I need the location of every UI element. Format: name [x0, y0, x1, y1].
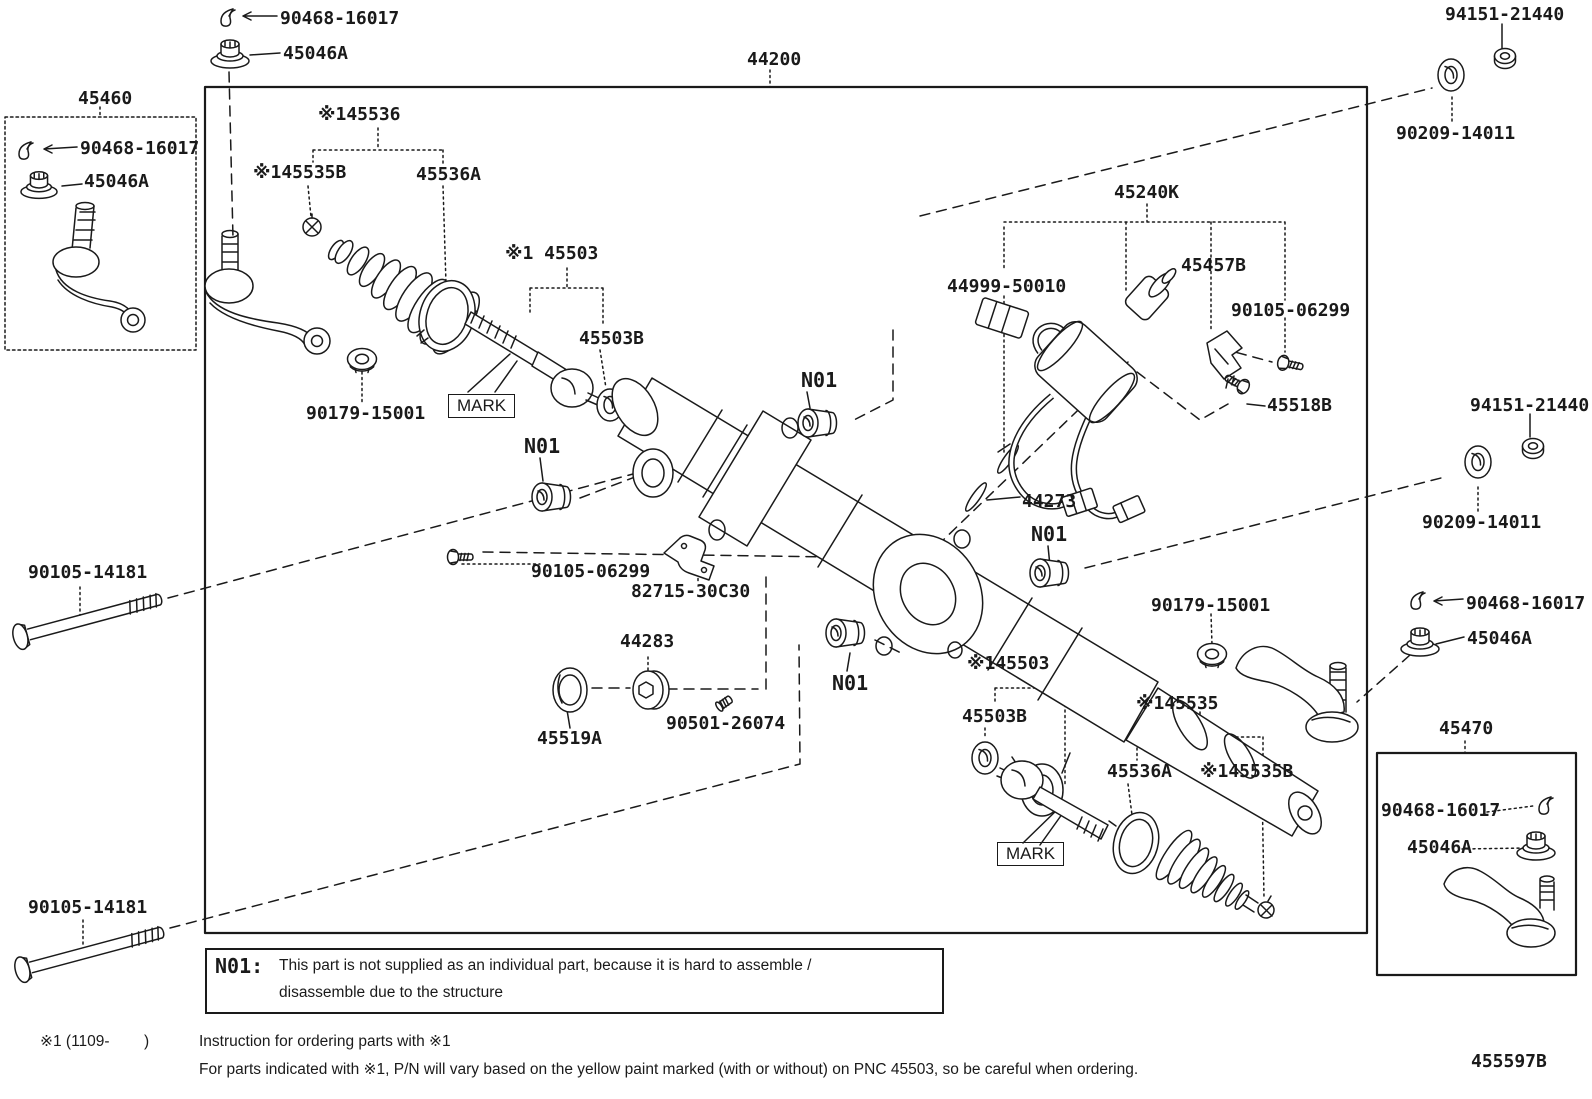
- part-label-45503b-right: 45503B: [962, 706, 1028, 727]
- part-label-45503b-left: 45503B: [579, 328, 645, 349]
- screw-90501-26074: [714, 694, 734, 712]
- part-label-90105-06299-left: 90105-06299: [531, 561, 651, 582]
- part-label-90209-14011-mid: 90209-14011: [1422, 512, 1542, 533]
- document-number: 455597B: [1471, 1051, 1547, 1072]
- footnote-marker: ※1 (1109- ): [40, 1033, 150, 1050]
- part-label-90468-16017-box-right: 90468-16017: [1381, 800, 1501, 821]
- part-label-45046a-top: 45046A: [283, 43, 349, 64]
- part-label-94151-21440-mid: 94151-21440: [1470, 395, 1590, 416]
- plug-44283: [633, 671, 669, 709]
- part-label-90179-15001-left: 90179-15001: [306, 403, 426, 424]
- part-label-n01-c: N01: [1031, 522, 1068, 546]
- tie-rod-end-right-box: [1444, 868, 1555, 947]
- part-label-n01-b: N01: [524, 434, 561, 458]
- part-label-45536: ※145536: [318, 104, 401, 125]
- boot-clamp-ring-right: [1107, 807, 1166, 878]
- part-label-44999-50010: 44999-50010: [947, 276, 1067, 297]
- mark-label-right: MARK: [997, 842, 1065, 866]
- seal-ring-45519a: [553, 668, 587, 712]
- part-label-90105-06299-right: 90105-06299: [1231, 300, 1351, 321]
- part-label-45503-right: ※145503: [967, 653, 1050, 674]
- boot-clamp-small-left: [303, 214, 321, 236]
- part-label-45240k: 45240K: [1114, 182, 1180, 203]
- boot-clamp-small-right: [1258, 896, 1274, 918]
- footnote-line2: For parts indicated with ※1, P/N will va…: [199, 1061, 1139, 1078]
- part-label-82715-30c30: 82715-30C30: [631, 581, 751, 602]
- part-label-90468-16017-top: 90468-16017: [280, 8, 400, 29]
- part-label-90209-14011-top: 90209-14011: [1396, 123, 1516, 144]
- control-valve-assembly-45240k: [975, 267, 1178, 523]
- part-label-94151-21440-top: 94151-21440: [1445, 4, 1565, 25]
- bracket-82715-30c30: [664, 535, 714, 580]
- part-label-90468-16017-right: 90468-16017: [1466, 593, 1586, 614]
- part-label-45470: 45470: [1439, 718, 1494, 739]
- inner-tie-rod-left: [465, 311, 603, 407]
- part-label-n01-a: N01: [801, 368, 838, 392]
- part-label-45046a-box-right: 45046A: [1407, 837, 1473, 858]
- assembly-boxes: [5, 87, 1576, 975]
- part-label-45536a-left: 45536A: [416, 164, 482, 185]
- note-line2: disassemble due to the structure: [279, 984, 504, 1001]
- part-label-90179-15001-right: 90179-15001: [1151, 595, 1271, 616]
- part-label-45535b-left: ※145535B: [253, 162, 347, 183]
- note-code: N01:: [215, 954, 264, 978]
- part-label-45046a-right: 45046A: [1467, 628, 1533, 649]
- part-label-90468-16017-box-left: 90468-16017: [80, 138, 200, 159]
- part-label-45460: 45460: [78, 88, 133, 109]
- part-label-45535: ※145535: [1136, 693, 1219, 714]
- footnote-line1: Instruction for ordering parts with ※1: [199, 1033, 451, 1050]
- steering-boot-right: [1151, 826, 1258, 912]
- inner-tie-rod-right: [997, 761, 1108, 841]
- part-label-45046a-box-left: 45046A: [84, 171, 150, 192]
- note-box: N01: This part is not supplied as an ind…: [205, 948, 944, 1014]
- part-label-44283: 44283: [620, 631, 675, 652]
- tie-rod-end-right: [1236, 646, 1358, 742]
- part-label-45536a-right: 45536A: [1107, 761, 1173, 782]
- part-label-90105-14181-lower: 90105-14181: [28, 897, 148, 918]
- note-line1: This part is not supplied as an individu…: [279, 957, 812, 974]
- mark-label-left: MARK: [448, 394, 516, 418]
- part-label-n01-d: N01: [832, 671, 869, 695]
- tie-rod-end-left-box: [53, 203, 145, 333]
- part-label-90105-14181-upper: 90105-14181: [28, 562, 148, 583]
- part-label-45535b-right: ※145535B: [1200, 761, 1294, 782]
- part-label-45457b: 45457B: [1181, 255, 1247, 276]
- part-label-90501-26074: 90501-26074: [666, 713, 786, 734]
- steering-rack-housing: [603, 371, 1328, 840]
- part-label-45518b: 45518B: [1267, 395, 1333, 416]
- part-label-44273: 44273: [1022, 491, 1077, 512]
- part-label-45519a: 45519A: [537, 728, 603, 749]
- part-label-45503-left: ※1 45503: [505, 243, 599, 264]
- label-arrow-lines: [44, 12, 1464, 845]
- part-label-44200: 44200: [747, 49, 802, 70]
- tie-rod-end-left: [205, 231, 330, 355]
